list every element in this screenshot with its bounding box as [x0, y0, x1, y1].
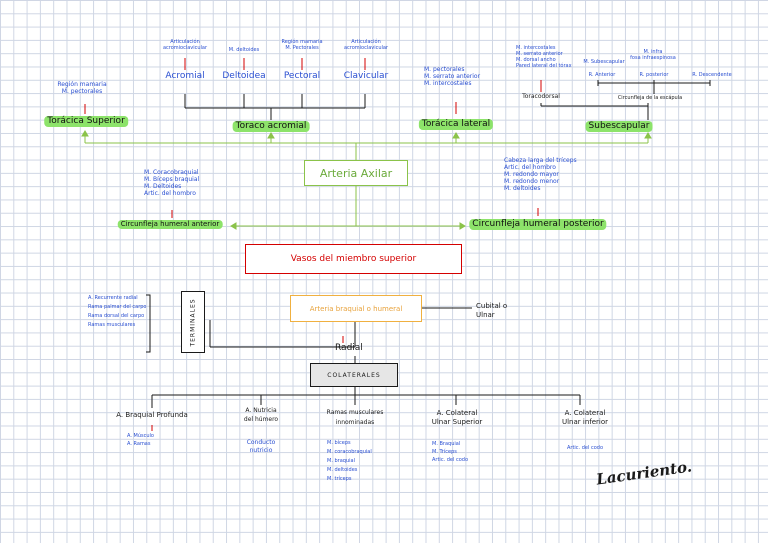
colateral-ulnar-inferior-title: A. Colateral Ulnar inferior	[561, 409, 609, 426]
clavicular-notes: Articulación acromioclavicular	[343, 39, 389, 51]
colateral-ulnar-superior-notes: M. Braquial M. Tríceps Artic. del codo	[432, 441, 469, 463]
toracodorsal-notes: M. intercostales M. serrato anterior M. …	[516, 45, 572, 69]
r-posterior-label: R. posterior	[639, 72, 669, 78]
toracica-superior-label: Torácica Superior	[44, 116, 128, 127]
colateral-ulnar-superior-title: A. Colateral Ulnar Superior	[431, 409, 483, 426]
circunfleja-posterior-notes: Cabeza larga del tríceps Artic. del homb…	[504, 157, 577, 192]
colateral-ramas-musculares-notes: M. bíceps M. coracobraquial M. braquial …	[327, 440, 372, 482]
toraco-acromial-label: Toraco acromial	[232, 121, 310, 132]
radial-label: Radial	[335, 343, 363, 353]
r-posterior-notes: M. infra fosa infraespinosa	[630, 49, 676, 61]
r-anterior-notes: M. Subescapular	[583, 59, 625, 65]
terminales-box: TERMINALES	[181, 291, 205, 353]
colateral-nutricia-notes: Conducto nutricio	[246, 439, 276, 454]
terminales-label: TERMINALES	[189, 297, 197, 347]
r-anterior-label: R. Anterior	[588, 72, 616, 78]
clavicular-label: Clavicular	[343, 71, 389, 81]
toracica-superior-notes: Región mamaria M. pectorales	[57, 81, 107, 95]
colateral-ramas-musculares-title: Ramas musculares innominadas	[326, 409, 384, 426]
colaterales-label: COLATERALES	[327, 371, 381, 379]
r-descendente-label: R. Descendente	[692, 72, 732, 78]
deltoidea-notes: M. deltoides	[228, 47, 260, 53]
circunfleja-escapula-label: Circunfleja de la escápula	[617, 95, 683, 101]
main-title: Vasos del miembro superior	[290, 254, 417, 264]
terminales-notes: A. Recurrente radial Rama palmar del car…	[88, 295, 147, 328]
circunfleja-anterior-label: Circunfleja humeral anterior	[117, 220, 223, 229]
toracica-lateral-label: Torácica lateral	[418, 119, 494, 130]
colateral-braquial-profunda-notes: A. Músculo A. Ramas	[127, 433, 154, 447]
toracodorsal-label: Toracodorsal	[522, 93, 560, 100]
arteria-braquial-title: Arteria braquial o humeral	[309, 304, 403, 313]
acromial-notes: Articulación acromioclavicular	[162, 39, 208, 51]
colateral-nutricia-title: A. Nutricia del húmero	[243, 407, 279, 423]
arteria-braquial-box: Arteria braquial o humeral	[290, 295, 422, 322]
circunfleja-anterior-notes: M. Coracobraquial M. Bíceps braquial M. …	[144, 169, 200, 197]
pectoral-notes: Región mamaria M. Pectorales	[281, 39, 323, 51]
pectoral-label: Pectoral	[283, 71, 321, 81]
colaterales-box: COLATERALES	[310, 363, 398, 387]
cubital-label: Cubital o Ulnar	[476, 302, 508, 320]
arteria-axilar-title: Arteria Axilar	[319, 166, 393, 180]
circunfleja-posterior-label: Circunfleja humeral posterior	[469, 219, 607, 230]
colateral-ulnar-inferior-notes: Artic. del codo	[566, 445, 604, 451]
toracica-lateral-notes: M. pectorales M. serrato anterior M. int…	[424, 66, 481, 87]
arteria-axilar-box: Arteria Axilar	[304, 160, 408, 186]
subescapular-label: Subescapular	[585, 121, 653, 132]
main-title-box: Vasos del miembro superior	[245, 244, 462, 274]
deltoidea-label: Deltoidea	[222, 71, 266, 81]
acromial-label: Acromial	[165, 71, 205, 81]
colateral-braquial-profunda-title: A. Braquial Profunda	[116, 411, 188, 419]
